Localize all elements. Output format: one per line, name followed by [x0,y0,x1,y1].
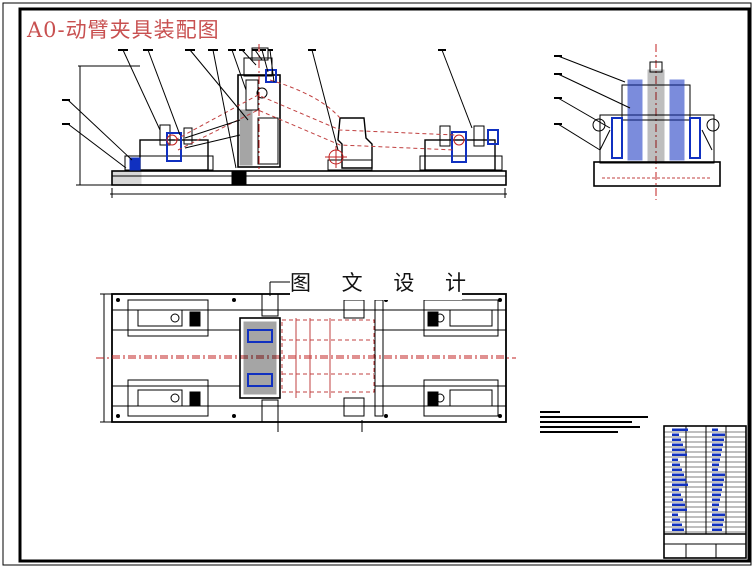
bom-entry-mark [712,468,718,471]
bom-entry-mark [712,498,720,501]
bom-entry-mark [672,443,683,446]
bom-entry-mark [672,508,687,511]
bom-entry-mark [712,453,721,456]
bom-entry-mark [712,443,723,446]
top-view [96,281,516,432]
bom-entry-mark [712,508,718,511]
bom-entry-mark [672,448,685,451]
bom-entry-mark [712,493,721,496]
inner-frame [18,7,751,563]
bom-entry-mark [672,498,683,501]
bom-entry-mark [672,518,680,521]
bom-entry-mark [712,518,724,521]
bom-entry-mark [672,493,681,496]
bom-entry-mark [712,488,722,491]
bom-entry-mark [712,478,724,481]
bom-entry-mark [672,478,686,481]
bom-entry-mark [712,523,723,526]
bom-entry-mark [712,433,725,436]
watermark-text: 图 文 设 计 [290,266,466,300]
bom-entry-mark [672,488,679,491]
bom-entry-mark [672,468,682,471]
bom-entry-mark [672,453,687,456]
side-view [554,44,721,200]
bom-entry-mark [672,473,684,476]
bom-entry-mark [672,503,685,506]
technical-notes [540,411,648,433]
bom-entry-mark [712,528,722,531]
bom-entry-mark [672,483,688,486]
bom-entry-mark [712,428,718,431]
bom-entry-mark [712,473,725,476]
bom-entries [672,428,725,531]
bom-entry-mark [672,513,678,516]
bom-entry-mark [672,458,678,461]
bom-entry-mark [712,463,719,466]
bom-entry-mark [712,503,719,506]
bom-entry-mark [712,438,724,441]
bom-entry-mark [672,463,680,466]
bom-entry-mark [672,528,684,531]
bom-entry-mark [672,433,679,436]
bom-entry-mark [672,438,681,441]
bom-entry-mark [672,523,682,526]
bom-rows [664,431,746,533]
bom-entry-mark [712,458,720,461]
bom-entry-mark [712,448,722,451]
front-view [62,44,507,198]
bom-entry-mark [712,483,723,486]
drawing-title: A0-动臂夹具装配图 [27,18,220,42]
bom-entry-mark [672,428,688,431]
bom-entry-mark [712,513,725,516]
